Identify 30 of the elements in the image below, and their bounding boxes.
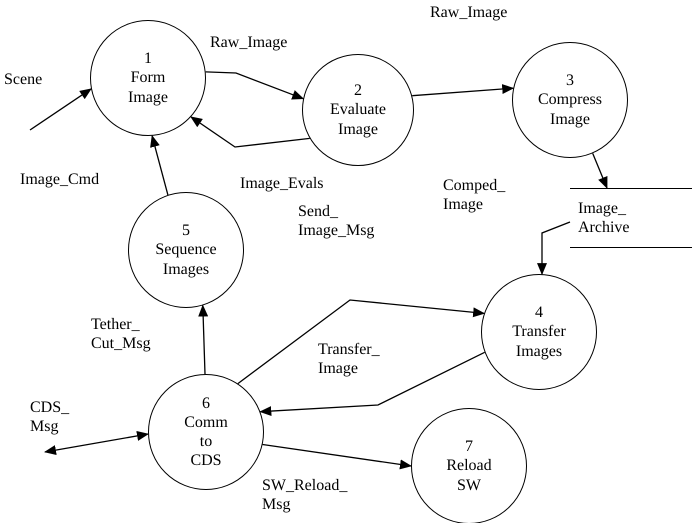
process-name: Form Image (127, 68, 169, 107)
edge-label: Image_Cmd (20, 170, 100, 190)
process-number: 5 (182, 221, 190, 240)
arrow (150, 134, 169, 196)
arrow (206, 71, 304, 100)
arrow (259, 352, 485, 416)
process-name: Compress Image (537, 90, 603, 129)
data-store (570, 188, 692, 248)
process-name: Transfer Images (511, 322, 567, 361)
process-name: Comm to CDS (183, 412, 229, 470)
process-name: Reload SW (445, 456, 493, 495)
process-name: Evaluate Image (329, 100, 387, 139)
arrow (238, 299, 486, 384)
arrow (44, 430, 149, 456)
process-number: 4 (535, 303, 543, 322)
arrow (592, 153, 608, 189)
arrow (262, 444, 412, 470)
process-number: 2 (354, 81, 362, 100)
edge-label: Image_Evals (240, 174, 324, 194)
arrow (190, 116, 310, 148)
arrow (30, 88, 92, 131)
arrow (412, 84, 514, 96)
process-number: 3 (566, 71, 574, 90)
store-name: Image_ Archive (578, 198, 631, 238)
process-number: 6 (202, 394, 210, 413)
process-number: 1 (144, 49, 152, 68)
arrow (537, 221, 570, 276)
arrow (198, 304, 208, 374)
process-name: Sequence Images (154, 240, 218, 279)
process-number: 7 (465, 437, 473, 456)
